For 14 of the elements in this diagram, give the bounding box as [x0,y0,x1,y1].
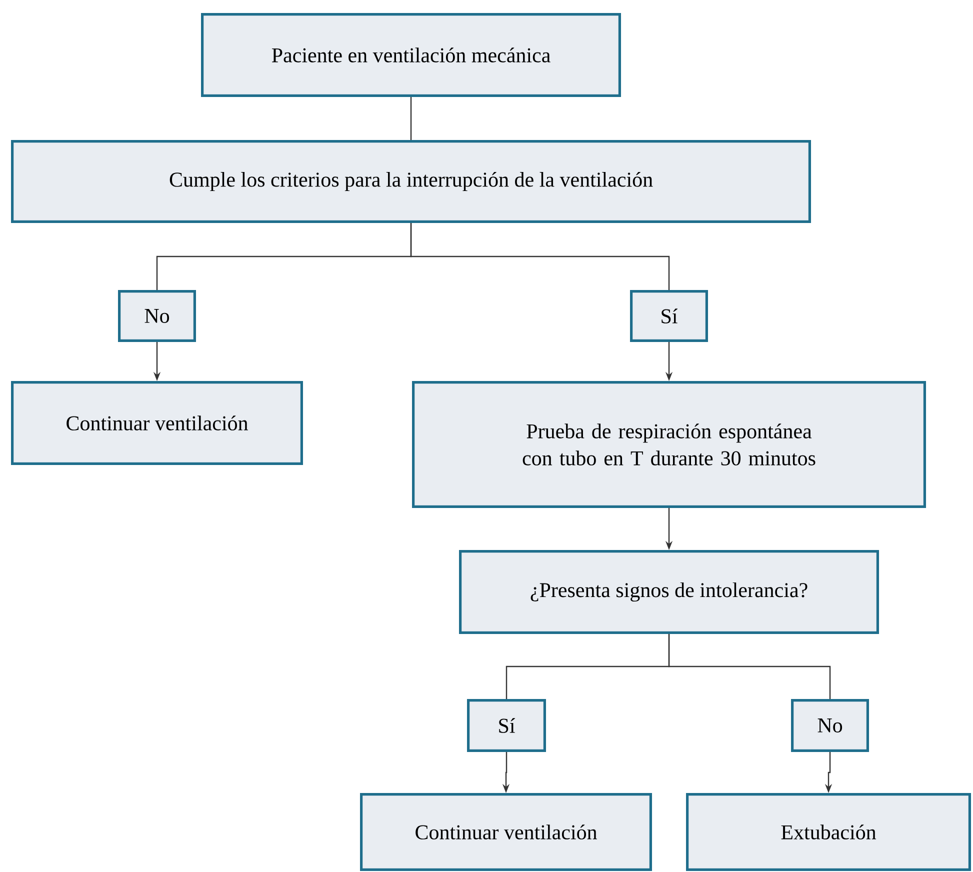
process-box: Cumple los criterios para la interrupción de la ventilación [11,140,811,223]
answer-box: Sí [467,699,546,752]
process-box: Continuar ventilación [360,793,652,871]
connector-line [410,223,670,290]
process-box: Continuar ventilación [11,381,303,465]
process-box: Prueba de respiración espontánea con tubo en T durante 30 minutos [412,381,926,508]
process-box: Extubación [686,793,972,871]
question-box: ¿Presenta signos de intolerancia? [459,550,880,634]
connector-line [410,97,412,140]
process-box: Paciente en ventilación mecánica [201,13,622,97]
connector-line [668,634,831,699]
answer-box: No [118,290,196,342]
answer-box: No [791,699,870,752]
answer-box: Sí [630,290,708,342]
